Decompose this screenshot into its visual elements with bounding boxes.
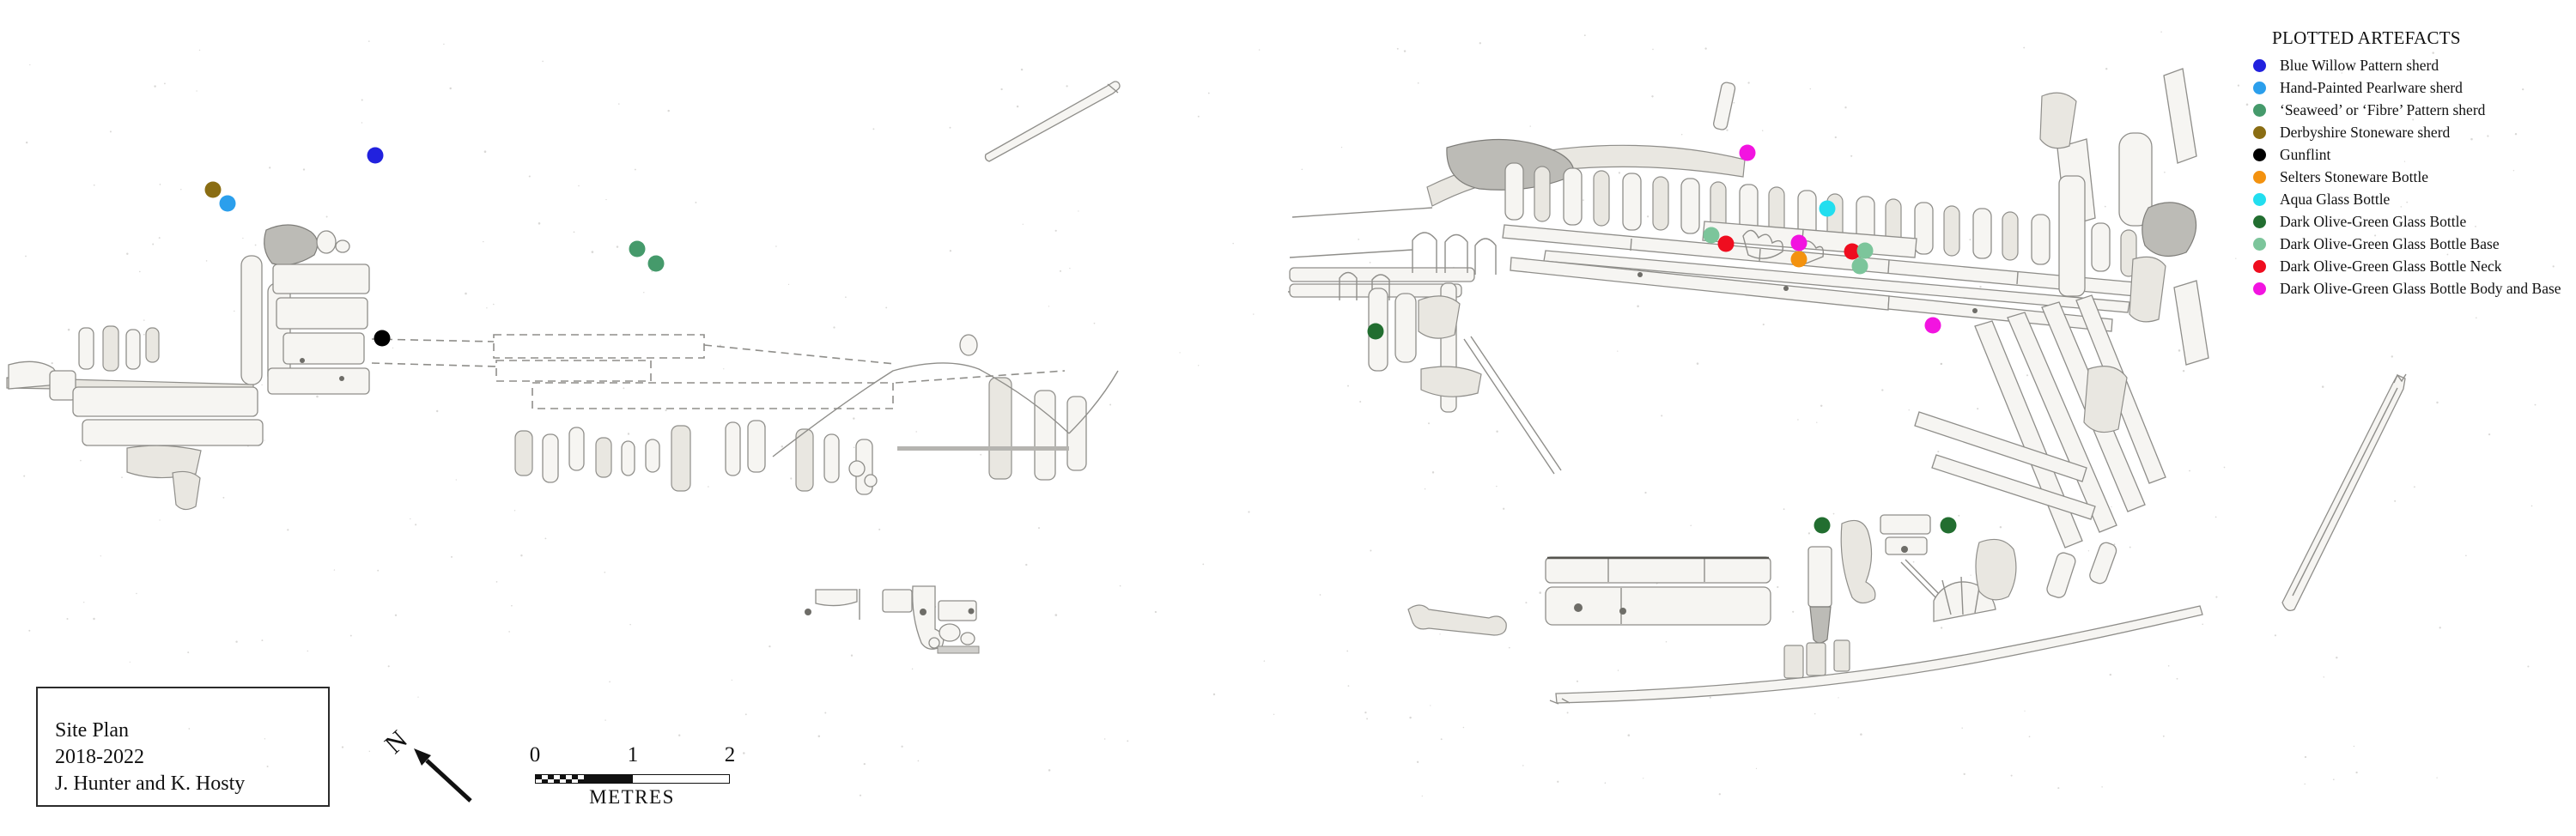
- legend-item: Gunflint: [2243, 143, 2574, 166]
- legend-swatch-circle: [2253, 237, 2266, 251]
- legend: PLOTTED ARTEFACTS Blue Willow Pattern sh…: [2243, 27, 2574, 300]
- right-plan-drawing: [1287, 68, 2407, 705]
- artefact-point: ‘Seaweed’ or ‘Fibre’ Pattern sherd: [647, 255, 665, 272]
- legend-swatch-circle: [2253, 170, 2266, 184]
- artefact-point: Dark Olive-Green Glass Bottle Base: [1703, 227, 1720, 244]
- north-arrow-label: N: [379, 724, 413, 760]
- artefact-point: Gunflint: [374, 330, 391, 347]
- legend-swatch-circle: [2253, 103, 2266, 117]
- artefact-point: Derbyshire Stoneware sherd: [204, 181, 222, 198]
- legend-item: Blue Willow Pattern sherd: [2243, 54, 2574, 76]
- legend-item-label: Gunflint: [2280, 145, 2331, 163]
- scale-bar-black-segment: [584, 775, 633, 783]
- title-box-line-2: 2018-2022: [55, 746, 144, 768]
- bottom-plank-assembly: [1407, 556, 1771, 636]
- legend-item-label: Dark Olive-Green Glass Bottle Base: [2280, 234, 2500, 252]
- ghost-plank-outlines: [371, 334, 1066, 409]
- detached-timber: [2281, 373, 2407, 612]
- legend-item-label: Dark Olive-Green Glass Bottle Body and B…: [2280, 279, 2561, 297]
- artefact-point: Hand-Painted Pearlware sherd: [219, 195, 236, 212]
- north-arrow-head: [414, 748, 431, 766]
- scale-tick-2: 2: [724, 743, 736, 766]
- artefact-point: Dark Olive-Green Glass Bottle Neck: [1717, 235, 1735, 252]
- artefact-point: Aqua Glass Bottle: [1819, 200, 1836, 217]
- title-box-line-1: Site Plan: [55, 719, 130, 742]
- north-arrow: N: [379, 724, 472, 803]
- artefact-point: Dark Olive-Green Glass Bottle: [1814, 517, 1831, 534]
- legend-item: Dark Olive-Green Glass Bottle: [2243, 210, 2574, 233]
- artefact-point: Dark Olive-Green Glass Bottle Base: [1856, 242, 1874, 259]
- legend-item-label: Dark Olive-Green Glass Bottle Neck: [2280, 257, 2502, 275]
- artefact-point: Dark Olive-Green Glass Bottle: [1940, 517, 1957, 534]
- artefact-point: Blue Willow Pattern sherd: [367, 147, 384, 164]
- scale-bar: 0 1 2 METRES: [526, 743, 757, 812]
- legend-item-label: Dark Olive-Green Glass Bottle: [2280, 212, 2467, 230]
- scale-tick-1: 1: [627, 743, 639, 766]
- artefact-point: Dark Olive-Green Glass Bottle Body and B…: [1739, 144, 1756, 161]
- legend-swatch-circle: [2253, 58, 2266, 72]
- stern-plank-fan: [1914, 175, 2209, 598]
- artefact-point: Dark Olive-Green Glass Bottle Base: [1851, 257, 1868, 275]
- legend-item-label: Selters Stoneware Bottle: [2280, 167, 2429, 185]
- legend-swatch-circle: [2253, 192, 2266, 206]
- legend-item: Dark Olive-Green Glass Bottle Neck: [2243, 255, 2574, 277]
- legend-item-label: Hand-Painted Pearlware sherd: [2280, 78, 2463, 96]
- scale-tick-0: 0: [529, 743, 541, 766]
- legend-item: Hand-Painted Pearlware sherd: [2243, 76, 2574, 99]
- title-box-line-3: J. Hunter and K. Hosty: [55, 772, 246, 795]
- legend-item: Dark Olive-Green Glass Bottle Body and B…: [2243, 277, 2574, 300]
- left-plan-drawing: [6, 81, 1121, 654]
- legend-item: ‘Seaweed’ or ‘Fibre’ Pattern sherd: [2243, 99, 2574, 121]
- legend-swatch-circle: [2253, 259, 2266, 273]
- scale-bar-unit-label: METRES: [589, 786, 675, 808]
- artefact-point: Dark Olive-Green Glass Bottle Body and B…: [1924, 317, 1941, 334]
- scale-bar-checker-segment: [536, 775, 584, 783]
- legend-item-label: Derbyshire Stoneware sherd: [2280, 123, 2451, 141]
- debris-cluster: [805, 585, 980, 654]
- title-box: Site Plan 2018-2022 J. Hunter and K. Hos…: [36, 687, 330, 807]
- bilge-stringer-timber: [1555, 605, 2203, 704]
- scale-bar-rule: [535, 774, 730, 784]
- legend-swatch-circle: [2253, 282, 2266, 295]
- legend-item: Aqua Glass Bottle: [2243, 188, 2574, 210]
- artefact-point: Dark Olive-Green Glass Bottle: [1367, 323, 1384, 340]
- scale-bar-white-segment: [633, 775, 729, 783]
- legend-item-label: Aqua Glass Bottle: [2280, 190, 2391, 208]
- legend-swatch-circle: [2253, 125, 2266, 139]
- legend-swatch-circle: [2253, 81, 2266, 94]
- legend-title: PLOTTED ARTEFACTS: [2272, 27, 2461, 48]
- legend-item: Dark Olive-Green Glass Bottle Base: [2243, 233, 2574, 255]
- legend-item: Derbyshire Stoneware sherd: [2243, 121, 2574, 143]
- artefact-point: Selters Stoneware Bottle: [1790, 251, 1807, 268]
- legend-item-label: Blue Willow Pattern sherd: [2280, 56, 2439, 74]
- artefact-point: Dark Olive-Green Glass Bottle Body and B…: [1790, 234, 1807, 251]
- legend-swatch-circle: [2253, 215, 2266, 228]
- artefact-point: ‘Seaweed’ or ‘Fibre’ Pattern sherd: [629, 240, 646, 257]
- legend-item-label: ‘Seaweed’ or ‘Fibre’ Pattern sherd: [2280, 100, 2486, 118]
- legend-item: Selters Stoneware Bottle: [2243, 166, 2574, 188]
- artefact-point: Dark Olive-Green Glass Bottle Neck: [1844, 243, 1861, 260]
- legend-swatch-circle: [2253, 148, 2266, 161]
